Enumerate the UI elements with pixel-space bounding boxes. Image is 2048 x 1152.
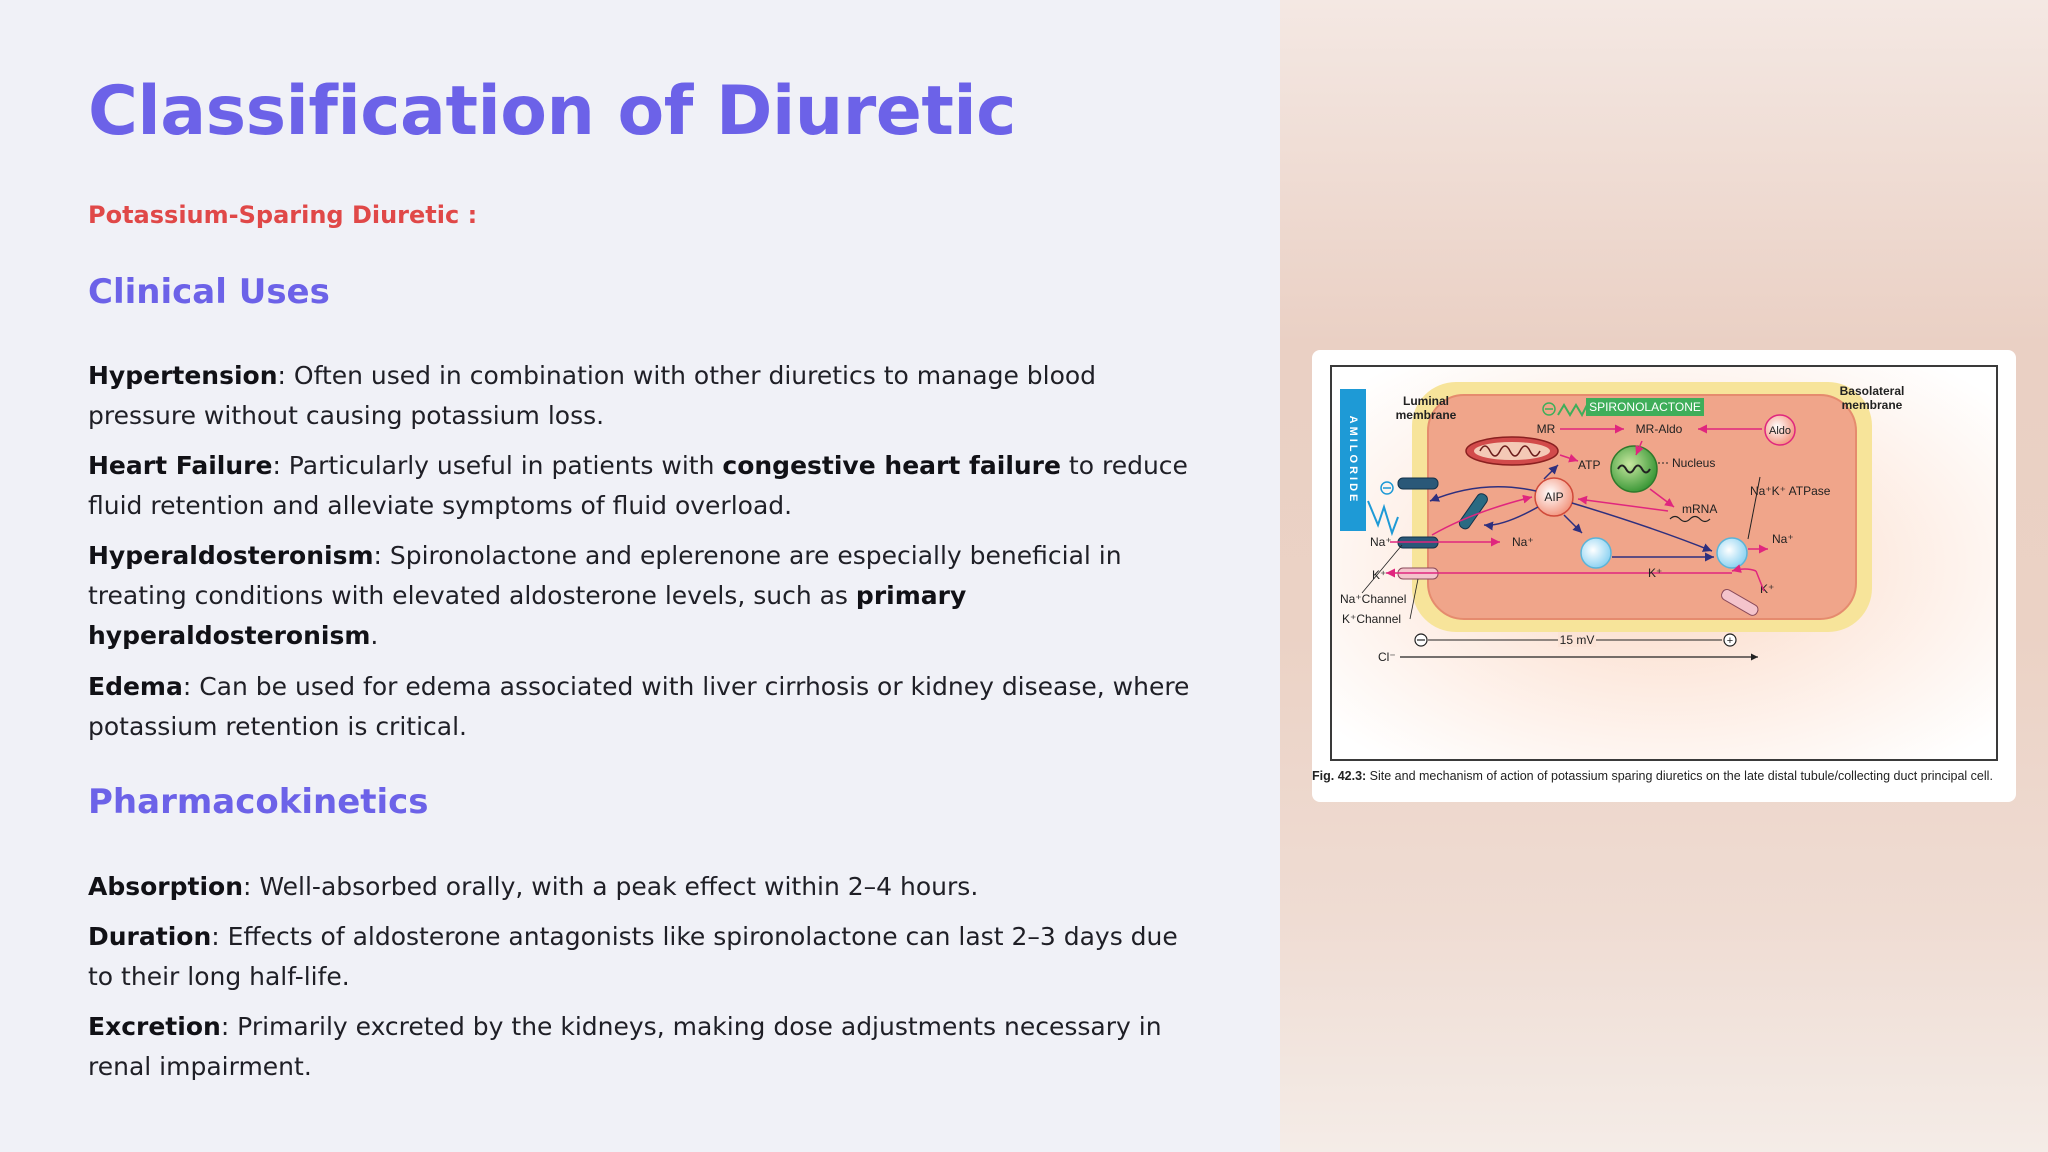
na-channel-leader [1361, 544, 1403, 594]
na-cell-label: Na⁺ [1512, 535, 1534, 549]
excretion-term: Excretion [88, 1012, 221, 1041]
amiloride-zigzag [1367, 500, 1399, 537]
k-to-channel-line [1755, 570, 1765, 592]
aip-circle [1534, 477, 1574, 517]
cl-label: Cl⁻ [1378, 650, 1396, 664]
pharmacokinetics-heading: Pharmacokinetics [88, 782, 429, 822]
cell-outline [1427, 394, 1857, 620]
atpase-leader [1747, 476, 1761, 540]
na-lumen-label: Na⁺ [1370, 535, 1392, 549]
edema-paragraph: Edema: Can be used for edema associated … [88, 667, 1208, 747]
absorption-term: Absorption [88, 872, 244, 901]
heart-failure-bold: congestive heart failure [722, 451, 1061, 480]
k-out-label: K⁺ [1760, 582, 1774, 596]
luminal-label-2: membrane [1396, 408, 1457, 422]
hyperaldosteronism-text-a: : Spironolactone and eplerenone are espe… [88, 541, 1122, 610]
slide-subtitle: Potassium-Sparing Diuretic : [88, 201, 478, 229]
mr-label: MR [1537, 422, 1556, 436]
vesicle-circle [1580, 537, 1612, 569]
na-out-label: Na⁺ [1772, 532, 1794, 546]
positive-pole-sign: + [1727, 635, 1733, 647]
heart-failure-text-a: : Particularly useful in patients with [272, 451, 723, 480]
hyperaldosteronism-bold: primary hyperaldosteronism [88, 581, 967, 650]
aip-to-pump-arrow [1571, 502, 1713, 552]
figure-caption-label: Fig. 42.3: [1312, 769, 1367, 783]
spironolactone-minus-icon [1542, 402, 1556, 416]
mechanism-diagram: AMILORIDE Luminal membrane Basolateral m… [1330, 365, 1998, 761]
mitochondrion-inner [1474, 442, 1550, 460]
aip-to-atp-arrow [1543, 464, 1559, 480]
mrna-to-aip-arrow [1577, 495, 1669, 512]
duration-term: Duration [88, 922, 212, 951]
mechanism-diagram-svg: AMILORIDE Luminal membrane Basolateral m… [1332, 367, 1996, 759]
duration-text: : Effects of aldosterone antagonists lik… [88, 922, 1178, 991]
hyperaldosteronism-paragraph: Hyperaldosteronism: Spironolactone and e… [88, 536, 1208, 656]
amiloride-bar [1340, 389, 1366, 531]
na-channel-label: Na⁺Channel [1340, 592, 1406, 606]
content-panel: Classification of Diuretic Potassium-Spa… [88, 72, 1208, 1087]
hypertension-term: Hypertension [88, 361, 278, 390]
positive-pole-icon [1723, 633, 1737, 647]
mitochondrion-cristae [1479, 445, 1541, 457]
spironolactone-label: SPIRONOLACTONE [1589, 400, 1701, 414]
aip-to-channel-arrow-1 [1429, 486, 1537, 502]
k-cell-label: K⁺ [1648, 566, 1662, 580]
mr-aldo-label: MR-Aldo [1636, 422, 1683, 436]
nak-atpase-label: Na⁺K⁺ ATPase [1750, 484, 1831, 498]
amiloride-label: AMILORIDE [1347, 416, 1359, 505]
mv-label: 15 mV [1560, 633, 1595, 647]
basolateral-label-2: membrane [1842, 398, 1903, 412]
hyperaldosteronism-text-b: . [370, 621, 379, 650]
page-title: Classification of Diuretic [88, 72, 1016, 151]
figure-caption-text: Site and mechanism of action of potassiu… [1366, 769, 1993, 783]
mr-aldo-to-nucleus-arrow [1635, 440, 1644, 456]
mrna-wave [1669, 515, 1711, 523]
luminal-label: Luminal [1403, 394, 1449, 408]
aip-to-vesicle-arrow [1563, 514, 1583, 534]
dna-strand [1617, 464, 1651, 474]
aldo-label: Aldo [1769, 425, 1791, 437]
heart-failure-text-b: to reduce fluid retention and alleviate … [88, 451, 1188, 520]
heart-failure-term: Heart Failure [88, 451, 273, 480]
aip-to-channel-arrow-2 [1483, 506, 1539, 531]
nucleus-to-mrna-arrow [1649, 488, 1675, 508]
edema-term: Edema [88, 672, 183, 701]
clinical-uses-heading: Clinical Uses [88, 272, 330, 312]
mv-label-bg [1558, 632, 1596, 647]
basolateral-label: Basolateral [1840, 384, 1905, 398]
atp-arrow [1559, 453, 1579, 463]
duration-paragraph: Duration: Effects of aldosterone antagon… [88, 917, 1208, 997]
absorption-text: : Well-absorbed orally, with a peak effe… [243, 872, 979, 901]
k-channel-leader [1409, 578, 1419, 620]
hypertension-text: : Often used in combination with other d… [88, 361, 1097, 430]
na-k-atpase-pump [1716, 537, 1748, 569]
excretion-paragraph: Excretion: Primarily excreted by the kid… [88, 1007, 1208, 1087]
basolateral-k-channel [1721, 589, 1759, 616]
k-channel-label: K⁺Channel [1342, 612, 1401, 626]
aldo-circle [1764, 414, 1796, 446]
mrna-label: mRNA [1682, 502, 1717, 516]
heart-failure-paragraph: Heart Failure: Particularly useful in pa… [88, 446, 1208, 526]
amiloride-minus-icon [1380, 481, 1394, 495]
k-uptake-arrow [1731, 564, 1757, 573]
absorption-paragraph: Absorption: Well-absorbed orally, with a… [88, 867, 1208, 907]
spironolactone-box [1586, 398, 1704, 416]
hyperaldosteronism-term: Hyperaldosteronism [88, 541, 374, 570]
aip-label: AIP [1544, 490, 1563, 504]
hypertension-paragraph: Hypertension: Often used in combination … [88, 356, 1208, 436]
na-channel-top [1397, 477, 1439, 490]
figure-card: AMILORIDE Luminal membrane Basolateral m… [1312, 350, 2016, 802]
figure-caption: Fig. 42.3: Site and mechanism of action … [1312, 768, 2016, 784]
na-to-aip-arrow [1431, 494, 1533, 536]
excretion-text: : Primarily excreted by the kidneys, mak… [88, 1012, 1162, 1081]
atp-label: ATP [1578, 458, 1600, 472]
k-lumen-label: K⁺ [1372, 568, 1386, 582]
spironolactone-zigzag [1557, 402, 1589, 418]
nucleus-label: Nucleus [1672, 456, 1715, 470]
edema-text: : Can be used for edema associated with … [88, 672, 1190, 741]
